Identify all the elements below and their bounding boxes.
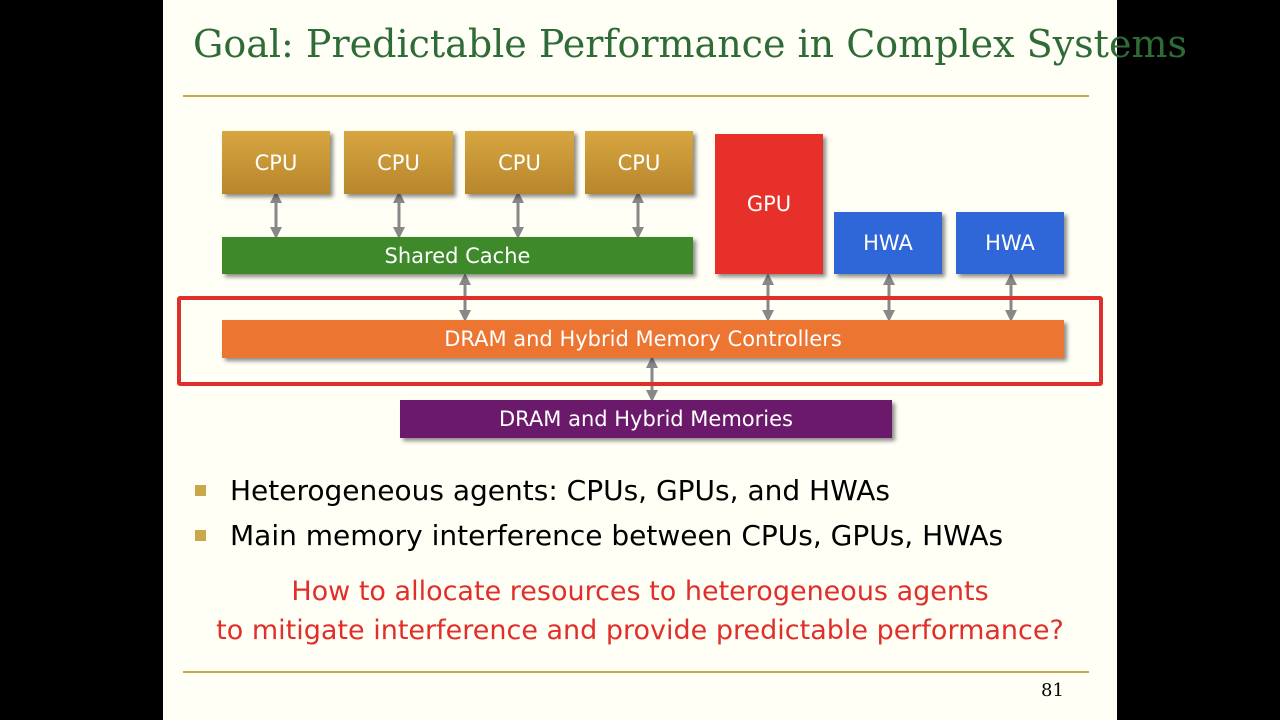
cpu-block-2: CPU	[344, 131, 453, 194]
bullet-square-icon	[195, 485, 206, 496]
top-divider	[183, 95, 1089, 97]
slide-title: Goal: Predictable Performance in Complex…	[193, 22, 1187, 66]
question-line-1: How to allocate resources to heterogeneo…	[291, 576, 989, 607]
bullet-text: Heterogeneous agents: CPUs, GPUs, and HW…	[230, 474, 890, 507]
hwa-block-1: HWA	[834, 212, 942, 274]
memory-controllers-block: DRAM and Hybrid Memory Controllers	[222, 320, 1064, 358]
bullet-item: Main memory interference between CPUs, G…	[193, 513, 1003, 558]
hwa-block-2: HWA	[956, 212, 1064, 274]
key-question: How to allocate resources to heterogeneo…	[163, 572, 1117, 650]
shared-cache-block: Shared Cache	[222, 237, 693, 274]
cpu-block-3: CPU	[465, 131, 574, 194]
page-number: 81	[1041, 680, 1064, 701]
slide: Goal: Predictable Performance in Complex…	[163, 0, 1187, 720]
question-line-2: to mitigate interference and provide pre…	[216, 615, 1064, 646]
memories-block: DRAM and Hybrid Memories	[400, 400, 892, 438]
gpu-block: GPU	[715, 134, 823, 274]
bullet-item: Heterogeneous agents: CPUs, GPUs, and HW…	[193, 468, 1003, 513]
cpu-block-1: CPU	[222, 131, 330, 194]
cpu-block-4: CPU	[585, 131, 693, 194]
bullet-square-icon	[195, 530, 206, 541]
controllers-highlight-frame	[177, 296, 1103, 386]
bullet-list: Heterogeneous agents: CPUs, GPUs, and HW…	[193, 468, 1003, 558]
bottom-divider	[183, 671, 1089, 673]
bullet-text: Main memory interference between CPUs, G…	[230, 519, 1004, 552]
